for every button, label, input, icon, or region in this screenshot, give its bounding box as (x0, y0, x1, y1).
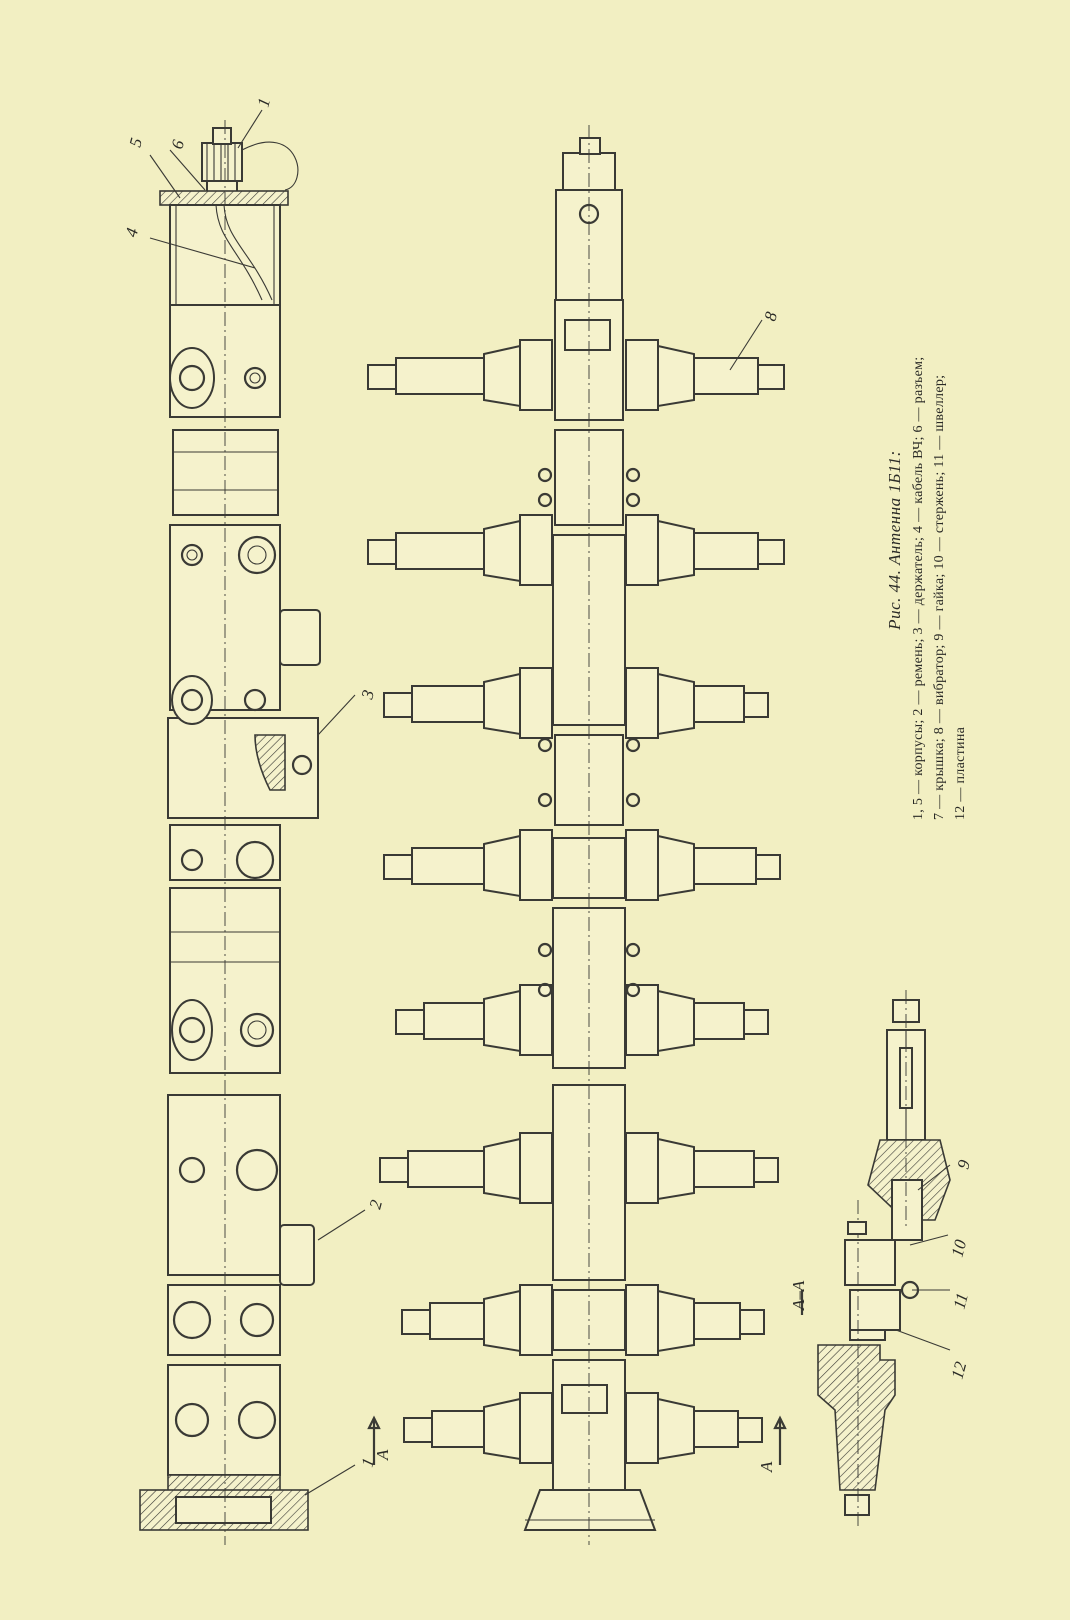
callout-2: 2 (366, 1197, 387, 1211)
figure-title: Рис. 44. Антенна 1Б11: (885, 450, 904, 630)
connector-top (201, 142, 243, 182)
vibrator (395, 984, 769, 1056)
vibrator (383, 667, 769, 739)
legend-line-2: 7 — крышка; 8 — вибратор; 9 — гайка; 10 … (932, 374, 947, 820)
vibrator (367, 339, 785, 411)
callout-6: 6 (168, 137, 189, 151)
antenna-side-view (139, 109, 787, 1545)
body-segments (139, 120, 319, 1545)
section-mark-right: А (757, 1461, 776, 1473)
antenna-front-view (367, 125, 785, 1545)
callout-4: 4 (122, 225, 143, 239)
vibrator (403, 1392, 763, 1464)
section-a-a (800, 990, 951, 1530)
legend-line-3: 12 — пластина (953, 726, 968, 820)
callout-11: 11 (950, 1291, 972, 1311)
callout-12: 12 (948, 1359, 971, 1381)
vibrator (401, 1284, 765, 1356)
callout-9: 9 (954, 1157, 975, 1171)
section-mark-left: А (373, 1449, 392, 1461)
section-title: А–А (789, 1280, 808, 1311)
clamp-bolts (537, 467, 641, 998)
bosses (169, 347, 321, 1440)
vibrator (367, 514, 785, 586)
callout-3: 3 (357, 688, 378, 702)
legend-line-1: 1, 5 — корпусы; 2 — ремень; 3 — держател… (911, 356, 926, 820)
callout-8: 8 (761, 309, 782, 323)
callout-1-top: 1 (254, 96, 275, 109)
callout-10: 10 (948, 1237, 971, 1259)
vibrator (383, 829, 781, 901)
cover-7 (159, 190, 289, 206)
figure-caption: Рис. 44. Антенна 1Б11: 1, 5 — корпусы; 2… (885, 260, 968, 820)
vibrators (367, 339, 785, 1464)
strap-2-bottom (279, 1224, 315, 1286)
callout-5: 5 (126, 136, 147, 149)
vibrator (379, 1132, 779, 1204)
strap-2-top (279, 609, 321, 666)
